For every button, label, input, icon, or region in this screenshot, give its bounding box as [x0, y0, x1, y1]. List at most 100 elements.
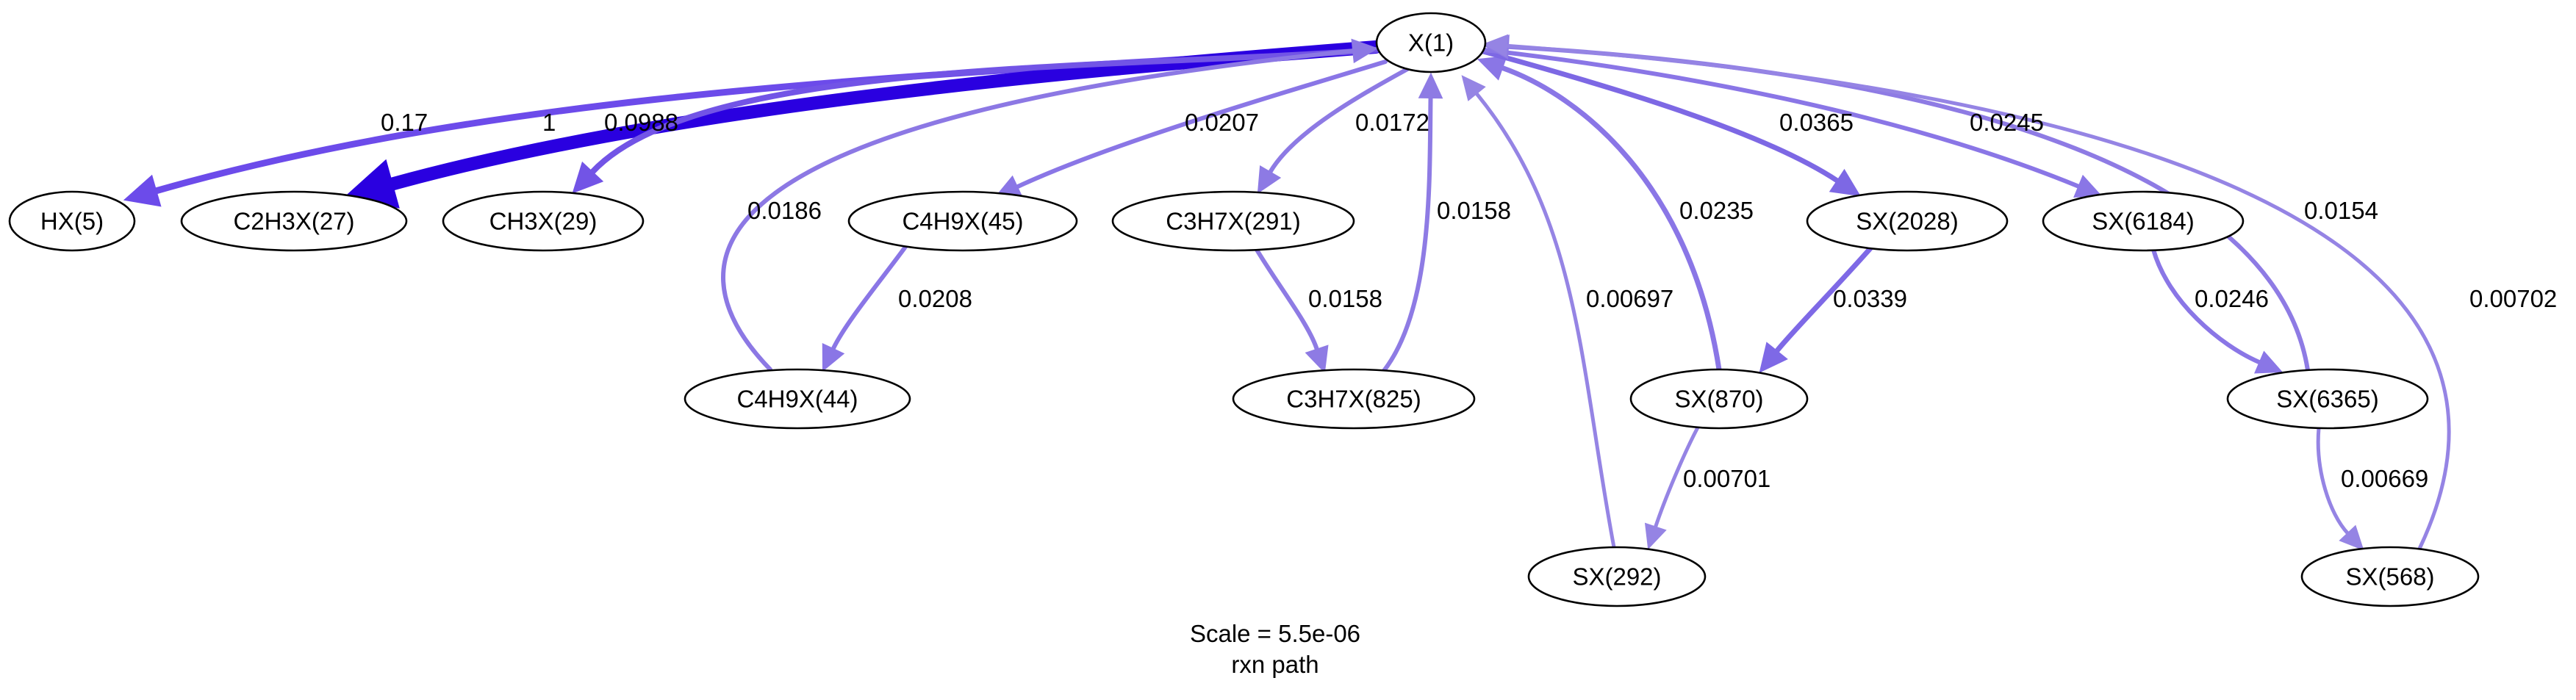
edge-x1-to-ch3x29 — [572, 47, 1380, 194]
edge-label: 0.0339 — [1833, 285, 1907, 312]
arrowhead — [2073, 174, 2103, 198]
node-label: SX(2028) — [1856, 208, 1958, 235]
edge-line — [1504, 43, 2451, 551]
node-ellipse — [2226, 368, 2429, 430]
node-label: C4H9X(44) — [736, 386, 858, 413]
edge-line — [721, 48, 1356, 372]
edge-sx292-to-x1 — [1461, 75, 1616, 549]
edge-label: 0.17 — [381, 109, 428, 136]
node-label: C3H7X(825) — [1286, 386, 1421, 413]
arrowhead — [572, 161, 604, 194]
edge-label: 0.0207 — [1185, 109, 1259, 136]
edge-label: 0.00702 — [2469, 285, 2557, 312]
edge-sx870-to-x1 — [1477, 55, 1722, 372]
arrowhead — [1257, 165, 1282, 195]
edge-line — [1774, 245, 1873, 354]
node-label: SX(870) — [1674, 386, 1763, 413]
edge-label: 0.0158 — [1437, 197, 1511, 224]
node-label: HX(5) — [40, 208, 104, 235]
node-c4h9x45[interactable]: C4H9X(45) — [847, 190, 1078, 252]
arrowhead — [1477, 55, 1507, 81]
node-hx5[interactable]: HX(5) — [8, 190, 136, 252]
edge-label: 0.0988 — [604, 109, 678, 136]
edge-x1-to-c3h7x291 — [1257, 67, 1410, 195]
arrowhead — [123, 174, 162, 207]
arrowhead — [1461, 75, 1486, 101]
arrowhead — [1418, 72, 1443, 99]
node-ellipse — [442, 190, 645, 252]
node-ellipse — [1629, 368, 1809, 430]
edge-label: 0.0172 — [1355, 109, 1429, 136]
node-x1[interactable]: X(1) — [1375, 12, 1487, 73]
edge-label: 0.0365 — [1779, 109, 1854, 136]
edge-label: 0.0154 — [2304, 197, 2378, 224]
edge-c3h7x291-to-c3h7x825 — [1255, 248, 1329, 374]
arrowhead — [2339, 524, 2364, 551]
edge-label: 0.0245 — [1970, 109, 2044, 136]
node-sx568[interactable]: SX(568) — [2300, 546, 2480, 607]
node-c4h9x44[interactable]: C4H9X(44) — [684, 368, 911, 430]
node-sx6365[interactable]: SX(6365) — [2226, 368, 2429, 430]
rxn-path-caption: rxn path — [1231, 651, 1319, 678]
node-label: SX(6365) — [2276, 386, 2378, 413]
edge-line — [1499, 65, 1722, 372]
edge-line — [1255, 248, 1319, 352]
node-sx2028[interactable]: SX(2028) — [1806, 190, 2009, 252]
edge-label: 0.0158 — [1308, 285, 1382, 312]
arrowhead — [1759, 342, 1788, 373]
edge-c4h9x44-to-x1 — [721, 38, 1379, 372]
node-label: SX(6184) — [2092, 208, 2194, 235]
node-ellipse — [1527, 546, 1707, 607]
node-c3h7x825[interactable]: C3H7X(825) — [1232, 368, 1476, 430]
edge-line — [589, 47, 1380, 176]
node-label: C4H9X(45) — [902, 208, 1023, 235]
scale-caption: Scale = 5.5e-06 — [1190, 620, 1360, 647]
node-sx6184[interactable]: SX(6184) — [2042, 190, 2245, 252]
nodes-layer: X(1) HX(5) C2H3X(27) CH3X(29) C4H9X(45) C3H7X… — [8, 12, 2480, 607]
node-ellipse — [1232, 368, 1476, 430]
edge-line — [1653, 425, 1700, 530]
node-label: C3H7X(291) — [1166, 208, 1300, 235]
node-ch3x29[interactable]: CH3X(29) — [442, 190, 645, 252]
arrowhead — [1482, 34, 1509, 57]
edge-labels-layer: 0.17 1 0.0988 0.0186 0.0207 0.0208 0.0172 0.015… — [381, 109, 2557, 492]
node-sx870[interactable]: SX(870) — [1629, 368, 1809, 430]
edge-label: 1 — [542, 109, 556, 136]
edge-line — [830, 245, 908, 352]
arrowhead — [2254, 350, 2283, 374]
node-label: X(1) — [1408, 29, 1454, 57]
edges-layer — [123, 34, 2451, 551]
edge-c4h9x45-to-c4h9x44 — [822, 245, 908, 372]
node-ellipse — [1111, 190, 1355, 252]
node-c2h3x27[interactable]: C2H3X(27) — [180, 190, 408, 252]
arrowhead — [1829, 168, 1861, 197]
edge-line — [1480, 48, 1840, 184]
arrowhead — [1644, 522, 1667, 550]
edge-line — [1014, 59, 1388, 190]
edge-label: 0.0235 — [1679, 197, 1754, 224]
edge-sx6184-to-sx6365 — [2151, 248, 2283, 374]
edge-label: 0.0186 — [747, 197, 822, 224]
edge-sx870-to-sx292 — [1644, 425, 1700, 550]
node-label: SX(292) — [1572, 563, 1661, 591]
edge-sx6365-to-sx568 — [2316, 426, 2364, 551]
node-sx292[interactable]: SX(292) — [1527, 546, 1707, 607]
node-ellipse — [2300, 546, 2480, 607]
arrowhead — [1351, 38, 1379, 64]
node-c3h7x291[interactable]: C3H7X(291) — [1111, 190, 1355, 252]
node-label: C2H3X(27) — [233, 208, 354, 235]
edge-label: 0.0246 — [2195, 285, 2269, 312]
edge-line — [1268, 67, 1410, 175]
node-label: CH3X(29) — [489, 208, 598, 235]
edge-line — [1474, 91, 1616, 549]
edge-x1-to-sx2028 — [1480, 48, 1861, 197]
node-ellipse — [1806, 190, 2009, 252]
node-ellipse — [8, 190, 136, 252]
node-ellipse — [684, 368, 911, 430]
node-ellipse — [1375, 12, 1487, 73]
edge-label: 0.00697 — [1586, 285, 1673, 312]
edge-label: 0.0208 — [898, 285, 972, 312]
node-ellipse — [180, 190, 408, 252]
edge-line — [1381, 95, 1433, 374]
